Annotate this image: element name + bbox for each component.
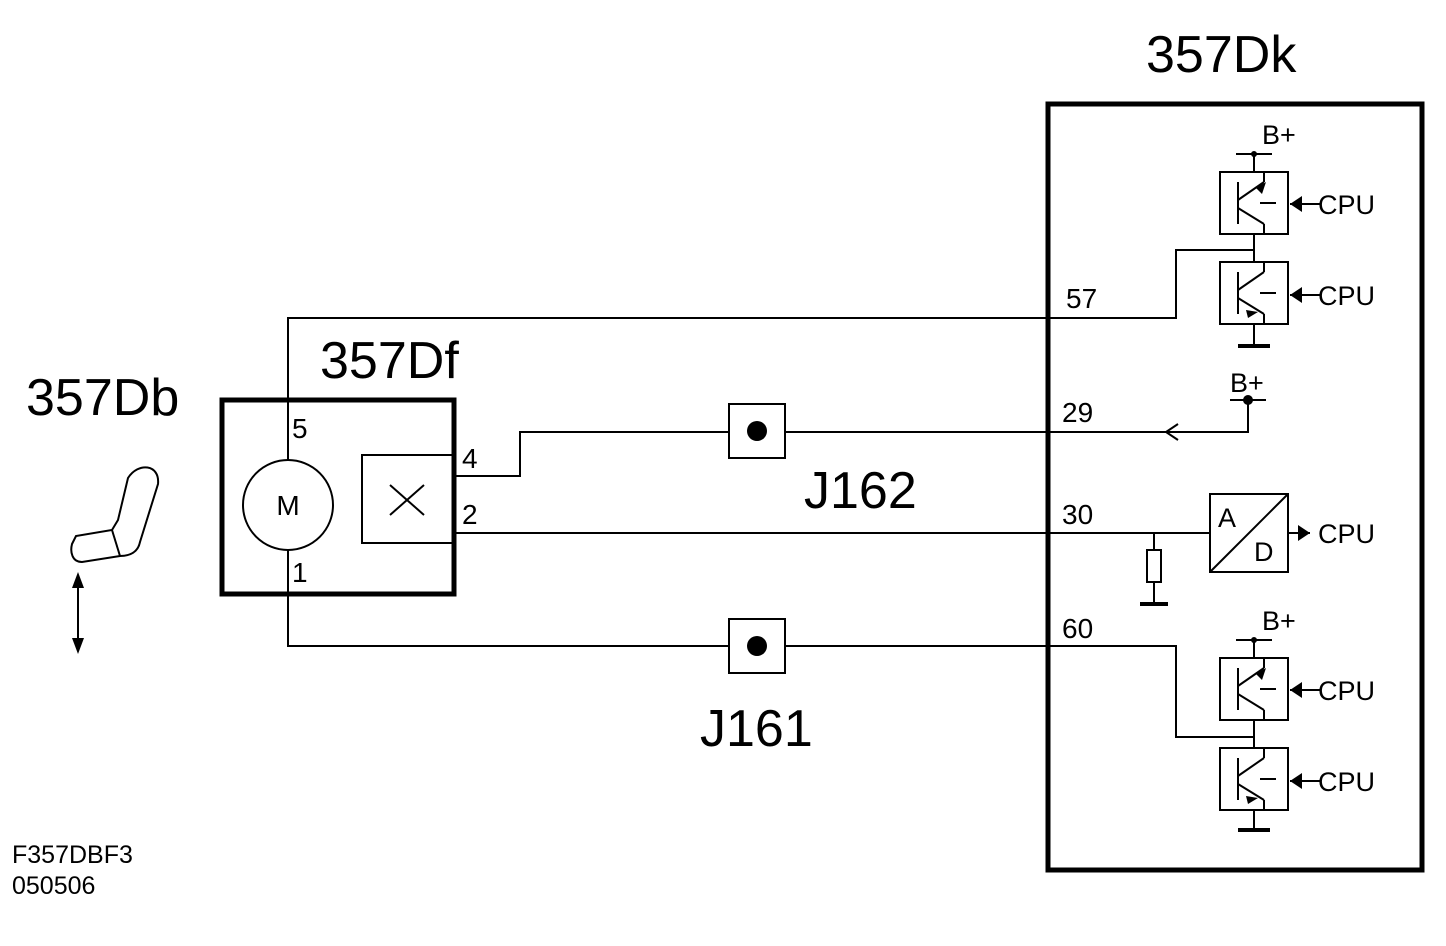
motor-label: M [276,490,299,521]
wire-29-arrow [1164,423,1179,441]
cpu-label: CPU [1318,190,1375,220]
adc-input-label: A [1218,503,1236,533]
cpu-arrow-icon [1289,286,1321,304]
supply-label: B+ [1262,120,1296,150]
ecu-label: 357Dk [1146,26,1297,84]
junction-j161-label: J161 [700,700,813,758]
pulldown-resistor [1146,549,1162,583]
actuator-module-box [219,397,457,597]
figure-code: F357DBF3 [12,841,133,869]
seat-icon [70,466,160,564]
ecu-pin: 57 [1066,283,1097,314]
cpu-arrow-icon [1289,772,1321,790]
junction-j162-label: J162 [804,462,917,520]
adc-output-label: D [1254,537,1274,567]
supply-label: B+ [1262,606,1296,636]
wire-60 [287,550,1254,738]
upper-driver-high [1219,151,1289,235]
seat-label: 357Db [26,369,179,427]
ecu-pin: 30 [1062,499,1093,530]
actuator-pin: 4 [462,443,478,474]
cpu-label: CPU [1318,767,1375,797]
cpu-label: CPU [1318,676,1375,706]
cpu-label: CPU [1318,519,1375,549]
cpu-arrow-icon [1298,525,1310,541]
actuator-pin: 5 [292,413,308,444]
lower-driver-low [1219,747,1289,832]
ecu-pin: 29 [1062,397,1093,428]
upper-driver-low [1219,261,1289,348]
position-sensor-box [361,454,455,544]
figure-date: 050506 [12,872,95,900]
cpu-label: CPU [1318,281,1375,311]
ecu-pin: 60 [1062,613,1093,644]
ecu-module-box [1045,101,1425,873]
cpu-arrow-icon [1289,681,1321,699]
actuator-pin: 1 [292,557,308,588]
lower-driver-high [1219,637,1289,721]
supply-label: B+ [1230,368,1264,398]
actuator-label: 357Df [320,332,459,390]
wire-57 [287,249,1254,460]
cpu-arrow-icon [1289,195,1321,213]
wire-29 [454,400,1249,477]
actuator-pin: 2 [462,499,478,530]
up-down-arrow-icon [72,572,84,654]
